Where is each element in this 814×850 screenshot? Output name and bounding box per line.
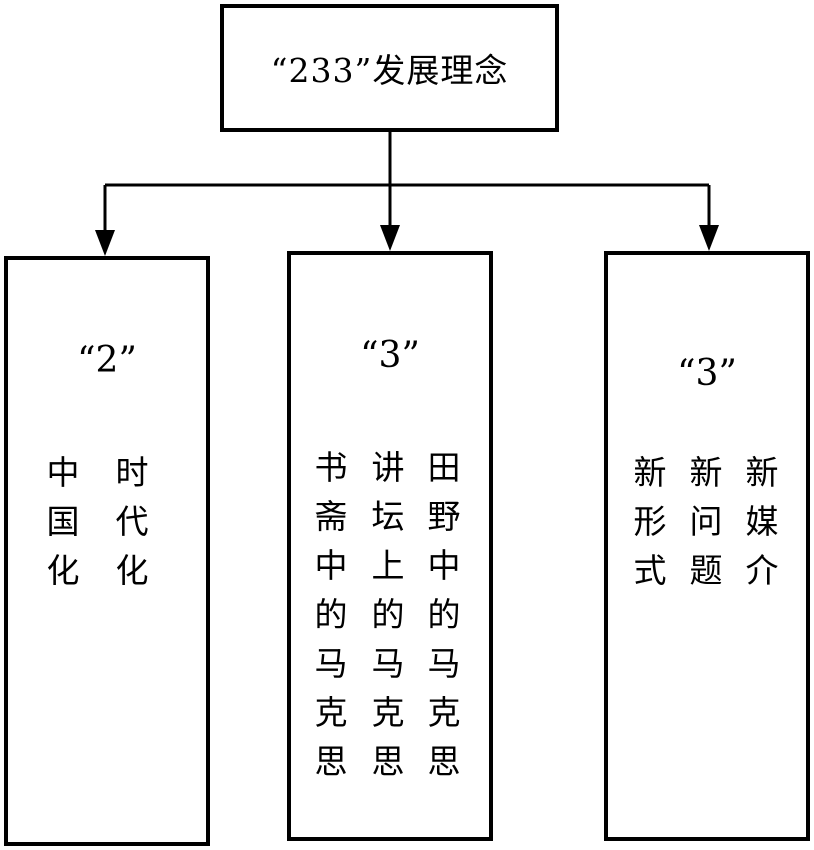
char: 化 <box>46 551 80 590</box>
char: 形 <box>633 502 667 541</box>
char: 马 <box>427 644 461 683</box>
char: 田 <box>427 448 461 487</box>
text-column: 时 代 化 <box>112 448 152 595</box>
char: 国 <box>46 502 80 541</box>
branch-heading: “2” <box>77 340 137 381</box>
text-column: 新 媒 介 <box>742 448 782 595</box>
char: 的 <box>371 595 405 634</box>
char: 问 <box>689 502 723 541</box>
char: 媒 <box>745 502 779 541</box>
char: 的 <box>427 595 461 634</box>
branch-heading: “3” <box>677 353 737 394</box>
char: 斋 <box>314 497 348 536</box>
char: 新 <box>745 453 779 492</box>
char: 的 <box>314 595 348 634</box>
text-column: 新 形 式 <box>630 448 670 595</box>
char: 坛 <box>371 497 405 536</box>
char: 克 <box>427 693 461 732</box>
char: 中 <box>314 546 348 585</box>
char: 上 <box>371 546 405 585</box>
char: 思 <box>314 742 348 781</box>
char: 马 <box>314 644 348 683</box>
root-concept-box: “233”发展理念 <box>220 4 559 132</box>
arrow-right <box>699 225 719 251</box>
arrow-mid <box>380 225 400 251</box>
char: 新 <box>689 453 723 492</box>
branch-heading: “3” <box>360 335 420 376</box>
root-title: “233”发展理念 <box>270 51 509 90</box>
char: 思 <box>427 742 461 781</box>
branch-box-middle: “3” 书 斋 中 的 马 克 思 讲 坛 上 的 马 克 思 田 野 中 的 … <box>287 251 493 841</box>
char: 讲 <box>371 448 405 487</box>
char: 时 <box>115 453 149 492</box>
char: 式 <box>633 551 667 590</box>
text-column: 新 问 题 <box>686 448 726 595</box>
branch-box-left: “2” 中 国 化 时 代 化 <box>4 256 210 846</box>
text-column: 中 国 化 <box>43 448 83 595</box>
char: 中 <box>427 546 461 585</box>
char: 化 <box>115 551 149 590</box>
char: 介 <box>745 551 779 590</box>
arrow-left <box>95 230 115 256</box>
text-column: 书 斋 中 的 马 克 思 <box>311 443 351 786</box>
text-column: 田 野 中 的 马 克 思 <box>424 443 464 786</box>
char: 代 <box>115 502 149 541</box>
char: 中 <box>46 453 80 492</box>
char: 题 <box>689 551 723 590</box>
char: 马 <box>371 644 405 683</box>
char: 克 <box>314 693 348 732</box>
char: 书 <box>314 448 348 487</box>
char: 思 <box>371 742 405 781</box>
char: 新 <box>633 453 667 492</box>
branch-box-right: “3” 新 形 式 新 问 题 新 媒 介 <box>604 251 810 841</box>
text-column: 讲 坛 上 的 马 克 思 <box>368 443 408 786</box>
char: 野 <box>427 497 461 536</box>
char: 克 <box>371 693 405 732</box>
